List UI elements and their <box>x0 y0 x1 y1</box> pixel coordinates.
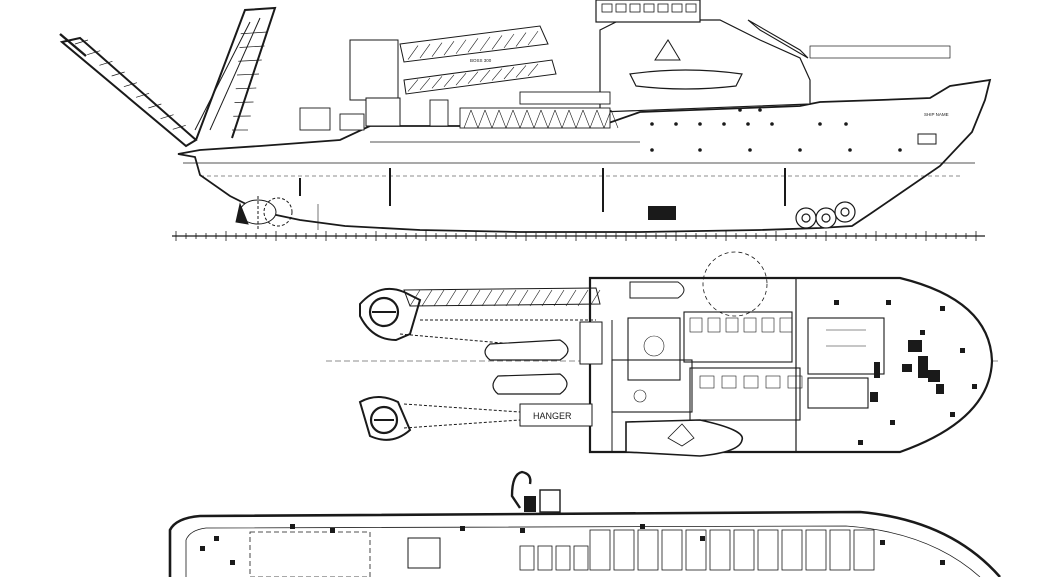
fitting <box>940 306 945 311</box>
hanger-label: HANGER <box>533 411 572 421</box>
lattice <box>422 290 432 306</box>
upper-deck-boat <box>630 282 684 298</box>
fitting <box>920 330 925 335</box>
porthole <box>698 122 702 126</box>
porthole <box>738 108 742 112</box>
porthole <box>898 148 902 152</box>
profile-crane-text: BOSS 300 <box>470 58 492 63</box>
porthole <box>818 122 822 126</box>
lattice <box>482 290 492 306</box>
lattice <box>470 290 480 306</box>
porthole <box>650 122 654 126</box>
profile-hull-name: SHIP NAME <box>924 112 949 117</box>
fitting <box>960 348 965 353</box>
moonpool-hatch <box>648 206 676 220</box>
porthole <box>798 148 802 152</box>
fitting <box>460 526 465 531</box>
fitting <box>214 536 219 541</box>
fitting <box>890 420 895 425</box>
porthole <box>770 122 774 126</box>
lattice <box>554 290 564 306</box>
fitting <box>200 546 205 551</box>
fitting <box>858 440 863 445</box>
bow-label-plate <box>918 134 936 144</box>
porthole <box>748 148 752 152</box>
fitting <box>330 528 335 533</box>
profile-view: SHIP NAME BOSS 300 <box>0 0 990 241</box>
upper-deck-plan-view: HANGER <box>326 252 1000 456</box>
lattice <box>542 290 552 306</box>
porthole <box>722 122 726 126</box>
brace <box>235 102 254 103</box>
porthole <box>746 122 750 126</box>
porthole <box>698 148 702 152</box>
lattice <box>494 290 504 306</box>
porthole <box>650 148 654 152</box>
main-deck-plan-view <box>170 472 1000 577</box>
fitting <box>520 528 525 533</box>
lattice <box>578 290 588 306</box>
fitting <box>834 300 839 305</box>
aft-a-frame <box>60 8 275 146</box>
profile-wheelhouse <box>596 0 700 22</box>
lattice <box>446 290 456 306</box>
upper-deck-crane-lattice <box>410 290 600 306</box>
lattice <box>518 290 528 306</box>
fitting <box>230 560 235 565</box>
porthole <box>674 122 678 126</box>
profile-lifeboat <box>630 70 742 89</box>
fitting <box>880 540 885 545</box>
lattice <box>434 290 444 306</box>
porthole <box>844 122 848 126</box>
profile-accommodation <box>600 20 810 112</box>
porthole <box>848 148 852 152</box>
rescue-boat-2 <box>493 374 567 394</box>
fitting <box>640 524 645 529</box>
fitting <box>700 536 705 541</box>
fitting <box>940 560 945 565</box>
lattice <box>530 290 540 306</box>
main-deck-outline <box>170 512 1000 577</box>
lattice <box>506 290 516 306</box>
porthole <box>758 108 762 112</box>
rescue-boat-1 <box>485 340 568 360</box>
lattice <box>458 290 468 306</box>
fitting <box>972 384 977 389</box>
fitting <box>950 412 955 417</box>
fitting <box>886 300 891 305</box>
lattice <box>566 290 576 306</box>
fitting <box>290 524 295 529</box>
